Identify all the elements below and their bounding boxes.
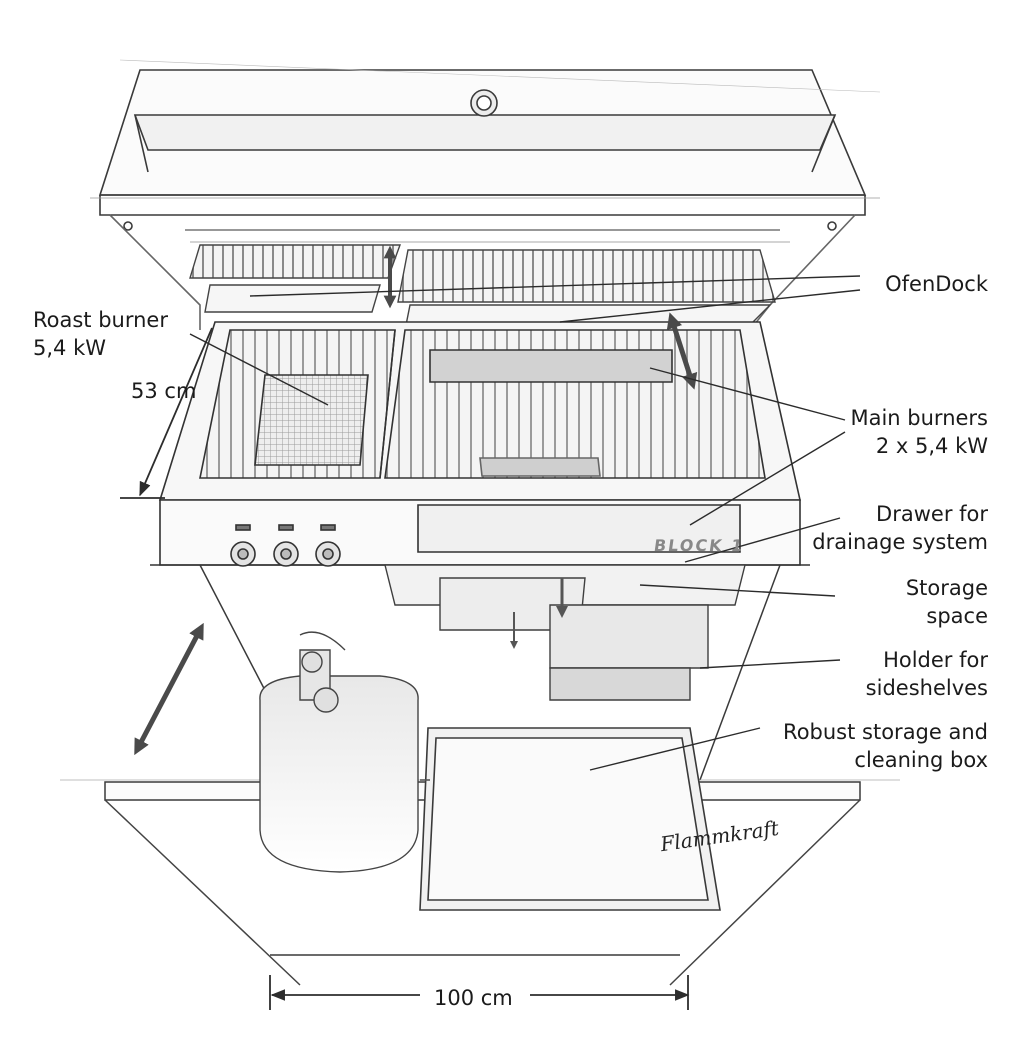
label-box: Robust storage and cleaning box	[783, 720, 988, 772]
ofendock-racks	[189, 244, 776, 331]
cooking-surface	[158, 321, 801, 501]
gas-bottle	[259, 631, 419, 873]
label-roast-burner: Roast burner 5,4 kW	[33, 308, 168, 360]
label-ofendock: OfenDock	[885, 272, 988, 296]
hood	[90, 59, 881, 331]
leader-lines	[189, 275, 861, 771]
front-panel	[150, 499, 810, 567]
motion-arrows	[134, 245, 698, 756]
label-main-burners: Main burners 2 x 5,4 kW	[850, 406, 988, 458]
brand-front-text: BLOCK 1	[652, 536, 746, 555]
storage-drawers	[384, 564, 746, 701]
label-width: 100 cm	[434, 986, 513, 1010]
label-drawer: Drawer for drainage system	[812, 502, 988, 554]
dimensions	[120, 327, 690, 1010]
label-depth: 53 cm	[131, 379, 197, 403]
label-storage: Storage space	[905, 576, 988, 628]
storage-box	[419, 727, 721, 911]
label-holder: Holder for sideshelves	[865, 648, 988, 700]
